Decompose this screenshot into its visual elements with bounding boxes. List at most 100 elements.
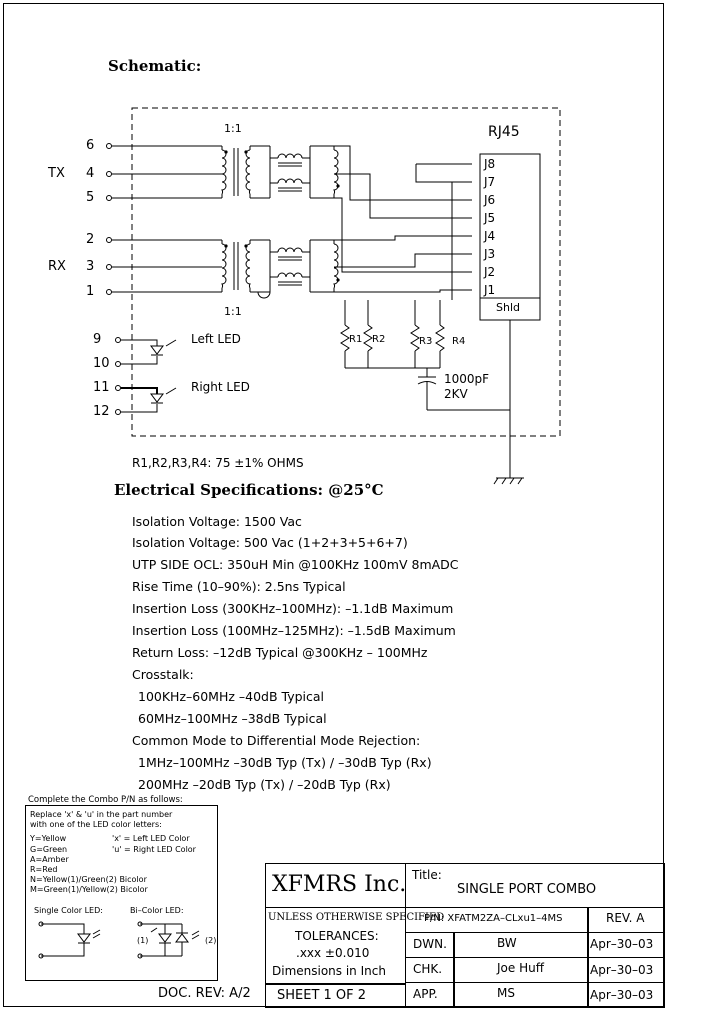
chk-label: CHK. [413,962,443,976]
spec-line: 60MHz–100MHz –38dB Typical [138,711,327,726]
combo-line: M=Green(1)/Yellow(2) Bicolor [30,885,148,894]
page-border [3,3,664,1007]
led-pin-label: 10 [93,356,110,371]
rj45-routing [334,145,524,485]
resistor-label: R3 [419,336,433,347]
tolerances-label: TOLERANCES: [295,929,379,943]
rx-transformer [221,239,339,299]
spec-line: 100KHz–60MHz –40dB Typical [138,689,325,704]
jack-label: J7 [484,175,496,189]
jack-label: J3 [484,247,496,261]
doc-revision: DOC. REV: A/2 [158,986,251,1001]
pin-label: 5 [86,190,95,205]
jack-label: J6 [484,193,496,207]
electrical-heading: Electrical Specifications: @25°C [114,481,384,499]
spec-line: Rise Time (10–90%): 2.5ns Typical [132,579,346,594]
combo-line: Y=Yellow [30,834,67,843]
spec-line: Return Loss: –12dB Typical @300KHz – 100… [132,645,428,660]
left-led-label: Left LED [191,332,241,346]
ratio-label-bottom: 1:1 [224,305,242,318]
spec-line: Isolation Voltage: 1500 Vac [132,514,302,529]
spec-line: UTP SIDE OCL: 350uH Min @100KHz 100mV 8m… [132,557,459,572]
led-pin-label: 9 [93,332,102,347]
combo-line: with one of the LED color letters: [30,820,162,829]
date-divider [587,907,589,1008]
led-pin-label: 11 [93,380,110,395]
app-label: APP. [413,987,438,1001]
pin-label: 3 [86,259,95,274]
drawing-title: SINGLE PORT COMBO [457,882,597,897]
resistor-label: R2 [372,334,386,345]
combo-title: Complete the Combo P/N as follows: [28,795,183,805]
app-row [405,982,665,1008]
spec-line: Isolation Voltage: 500 Vac (1+2+3+5+6+7) [132,535,408,550]
bi-right-label: (2) [205,936,217,945]
spec-line: 200MHz –20dB Typ (Tx) / –20dB Typ (Rx) [138,777,391,792]
combo-line: G=Green [30,845,68,854]
single-color-label: Single Color LED: [34,906,103,915]
module-outline [131,107,561,437]
combo-line: R=Red [30,865,58,874]
rj45-block [479,153,541,321]
app-name: MS [497,986,515,1000]
spec-line: Common Mode to Differential Mode Rejecti… [132,733,421,748]
resistor-label: R4 [452,336,466,347]
pin-label: 6 [86,138,95,153]
combo-line: A=Amber [30,855,69,864]
tolerance-value: .xxx ±0.010 [296,946,370,960]
shield-label: Shld [496,301,520,314]
sheet-divider [265,983,406,985]
ratio-label-top: 1:1 [224,122,242,135]
capacitor-voltage: 2KV [444,387,468,401]
company-name: XFMRS Inc. [272,872,407,897]
schematic-diagram [106,107,561,485]
tx-pin-leads [106,143,223,201]
app-date: Apr–30–03 [590,988,654,1002]
spec-line: Crosstalk: [132,667,194,682]
chk-date: Apr–30–03 [590,963,654,977]
chk-name: Joe Huff [497,961,544,975]
bi-color-label: Bi–Color LED: [130,906,184,915]
jack-label: J4 [484,229,496,243]
dwn-label: DWN. [413,937,447,951]
rx-pin-leads [106,237,223,295]
left-led-circuit [115,337,177,367]
sheet-number: SHEET 1 OF 2 [277,988,367,1003]
u-note: 'u' = Right LED Color [112,845,196,854]
combo-line: N=Yellow(1)/Green(2) Bicolor [30,875,147,884]
right-led-label: Right LED [191,380,250,394]
resistor-note: R1,R2,R3,R4: 75 ±1% OHMS [132,456,304,470]
spec-line: 1MHz–100MHz –30dB Typ (Tx) / –30dB Typ (… [138,755,432,770]
tx-transformer [221,145,339,199]
schematic-heading: Schematic: [108,57,202,75]
jack-label: J1 [484,283,496,297]
tx-label: TX [48,166,65,181]
jack-label: J5 [484,211,496,225]
pin-label: 1 [86,284,95,299]
dwn-name: BW [497,936,517,950]
combo-line: Replace 'x' & 'u' in the part number [30,810,173,819]
led-pin-label: 12 [93,404,110,419]
rx-label: RX [48,259,66,274]
jack-label: J2 [484,265,496,279]
x-note: 'x' = Left LED Color [112,834,190,843]
part-number: P/N: XFATM2ZA–CLxu1–4MS [424,913,563,924]
right-led-circuit [115,385,177,415]
jack-label: J8 [484,157,496,171]
spec-line: Insertion Loss (300KHz–100MHz): –1.1dB M… [132,601,454,616]
resistor-label: R1 [349,334,363,345]
title-label: Title: [412,868,442,882]
company-cell [265,863,406,908]
combo-box [25,805,218,981]
pin-label: 4 [86,166,95,181]
label-divider [453,932,455,1008]
dwn-date: Apr–30–03 [590,937,654,951]
capacitor-value: 1000pF [444,372,490,386]
dimensions-note: Dimensions in Inch [272,964,386,978]
bi-left-label: (1) [137,936,149,945]
spec-line: Insertion Loss (100MHz–125MHz): –1.5dB M… [132,623,456,638]
rj45-label: RJ45 [488,124,520,140]
revision: REV. A [606,911,645,925]
unless-note: UNLESS OTHERWISE SPECIFIED [268,912,445,923]
pin-label: 2 [86,232,95,247]
